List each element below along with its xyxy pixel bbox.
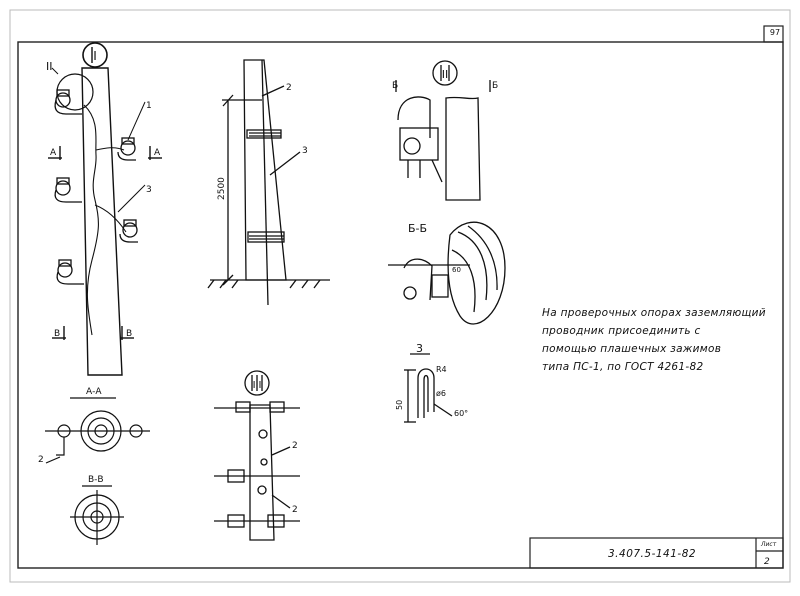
detail-iii-marker: III xyxy=(253,380,262,391)
section-mark-v-right: В xyxy=(126,329,132,339)
note-line: проводник присоединить с xyxy=(542,325,701,337)
section-mark-v-left: В xyxy=(54,329,60,339)
view-1-label-1: 1 xyxy=(146,101,152,111)
detail-3-dim-60deg: 60° xyxy=(454,409,468,418)
detail-3-title: 3 xyxy=(416,342,423,355)
note-line: На проверочных опорах заземляющий xyxy=(542,307,766,319)
detail-3-dim-r4: R4 xyxy=(436,365,447,374)
view-1-pole xyxy=(48,42,162,376)
view-1-marker: I xyxy=(93,49,97,63)
section-bb-dim-60: 60 xyxy=(452,266,461,274)
detail-iii-label-2a: 2 xyxy=(292,441,298,451)
note-line: помощью плашечных зажимов xyxy=(542,343,722,355)
detail-ii xyxy=(395,60,491,201)
view-pole-2500 xyxy=(207,59,330,306)
pole-label-2: 2 xyxy=(286,83,292,93)
outer-border xyxy=(9,9,791,583)
drawing-code: 3.407.5-141-82 xyxy=(608,548,697,560)
detail-iii-label-2b: 2 xyxy=(292,505,298,515)
grounding-note: На проверочных опорах заземляющий провод… xyxy=(542,304,782,376)
detail-3-dim-50: 50 xyxy=(395,400,404,410)
detail-iii xyxy=(214,370,300,541)
page-number: 97 xyxy=(769,28,781,37)
view-1-label-3: 3 xyxy=(146,185,152,195)
dimension-2500: 2500 xyxy=(217,177,227,200)
section-aa-label-2: 2 xyxy=(38,455,44,465)
section-aa xyxy=(45,397,150,464)
section-mark-b-right: Б xyxy=(492,81,498,91)
view-1-callout-ii: II xyxy=(46,60,53,73)
section-vv-title: В-В xyxy=(88,475,104,485)
section-bb-title: Б-Б xyxy=(408,222,427,235)
section-mark-a-right: А xyxy=(154,148,161,158)
section-vv xyxy=(70,485,124,545)
pole-label-3: 3 xyxy=(302,146,308,156)
sheet-label: Лист xyxy=(761,541,777,548)
detail-3-dim-o6: ø6 xyxy=(436,389,446,398)
view-1-marker-circle xyxy=(82,42,108,68)
note-line: типа ПС-1, по ГОСТ 4261-82 xyxy=(542,361,704,373)
detail-ii-marker: II xyxy=(442,68,449,81)
section-mark-a-left: А xyxy=(50,148,57,158)
detail-3 xyxy=(404,353,453,423)
frame-border xyxy=(17,41,784,569)
section-aa-title: А-А xyxy=(86,387,102,397)
page-number-box xyxy=(763,25,784,43)
section-bb xyxy=(388,221,506,325)
title-block xyxy=(529,537,784,569)
section-mark-b-left: Б xyxy=(392,81,398,91)
sheet-number: 2 xyxy=(764,557,770,567)
